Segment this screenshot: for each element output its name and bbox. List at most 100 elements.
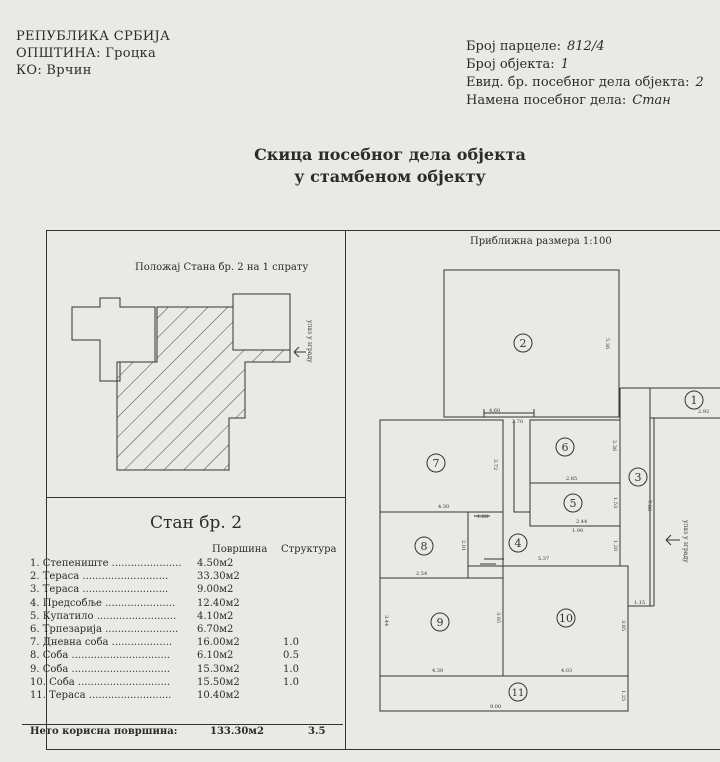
room-structure [261,583,321,596]
room-area: 6.10м2 [197,650,234,662]
table-row: 9. Соба ............................... 1… [30,663,321,676]
dimension-label: 1.25 [620,690,626,701]
room-area: 15.50м2 [197,676,240,688]
unit-number-row: Евид. бр. посебног дела објекта:2 [466,75,704,90]
scale-label: Приближна размера 1:100 [470,236,612,247]
table-row: 1. Степениште ......................4.50… [30,557,321,570]
room-structure: 1.0 [283,676,299,688]
dimension-label: 2.36 [611,440,617,451]
room-number: 11 [512,688,525,699]
dimension-label: 3.85 [620,620,626,631]
room-area: 10.40м2 [197,690,240,702]
dimension-label: 4.30 [438,504,449,510]
total-structure: 3.5 [308,726,326,737]
dimension-label: 3.72 [492,459,498,470]
total-label: Нето корисна површина: [30,726,178,737]
dimension-label: 1.20 [477,514,488,520]
room-structure [261,689,321,702]
table-row: 3. Тераса ...........................9.0… [30,583,321,596]
dimension-label: 5.37 [538,556,549,562]
table-row: 7. Дневна соба ................... 16.00м… [30,636,321,649]
room-structure: 0.5 [283,650,299,662]
room-name: 2. Тераса ........................... [30,571,169,583]
object-number-row: Број објекта:1 [466,57,569,72]
room-name: 7. Дневна соба ................... [30,637,173,649]
rooms-table: 1. Степениште ......................4.50… [30,557,321,702]
room-structure [261,610,321,623]
frame-divider-vertical [345,230,346,750]
table-row: 10. Соба ............................. 15… [30,676,321,689]
room-number: 1 [691,394,698,407]
room-number: 5 [570,497,577,510]
room-name: 8. Соба ............................... [30,650,171,662]
room-structure [261,597,321,610]
header-line-municipality: ОПШТИНА: Гроцка [16,46,157,61]
dimension-label: 4.30 [432,668,443,674]
room-area: 6.70м2 [197,624,234,636]
unit-purpose-row: Намена посебног дела:Стан [466,93,671,108]
dimension-label: 1.20 [612,540,618,551]
room-number: 9 [437,616,444,629]
column-header-structure: Структура [281,544,337,555]
dimension-label: 7.86 [646,500,652,511]
room-structure: 1.0 [283,663,299,675]
table-row: 2. Тераса ........................... 33.… [30,570,321,583]
entrance-label: улаз у зграду [682,520,689,563]
dimension-label: 9.00 [490,704,501,710]
room-structure [261,623,321,636]
room-structure [261,570,321,583]
room-number: 2 [520,337,527,350]
room-number: 6 [562,441,569,454]
dimension-label: 4.60 [489,408,500,414]
room-name: 1. Степениште ...................... [30,558,182,569]
dimension-label: 2.54 [416,571,427,577]
room-area: 15.30м2 [197,663,240,675]
dimension-label: 5.36 [604,338,610,349]
sketch-frame [46,230,720,750]
table-row: 11. Тераса .......................... 10.… [30,689,321,702]
room-name: 4. Предсобље ...................... [30,597,176,609]
dimension-label: 2.70 [512,419,523,425]
dimension-label: 2.44 [576,519,587,525]
dimension-label: 2.92 [698,409,709,415]
room-number: 3 [635,471,642,484]
table-row: 5. Купатило ......................... 4.1… [30,610,321,623]
table-row: 8. Соба ............................... 6… [30,649,321,662]
room-area: 33.30м2 [197,571,240,583]
total-area: 133.30м2 [210,726,264,737]
dimension-label: 1.15 [634,600,645,606]
dimension-label: 4.03 [561,668,572,674]
room-area: 12.40м2 [197,597,240,609]
room-name: 6. Трпезарија ....................... [30,624,179,636]
apartment-hatch-area [116,306,291,471]
room-number: 8 [421,540,428,553]
building-position-sketch [71,293,306,471]
room-name: 10. Соба ............................. [30,676,171,688]
total-divider [22,724,343,725]
header-line-republic: РЕПУБЛИКА СРБИЈА [16,29,171,44]
position-label: Положај Стана бр. 2 на 1 спрату [135,262,309,273]
frame-divider-horizontal [46,497,345,498]
room-area: 4.10м2 [197,610,234,622]
table-row: 4. Предсобље ...................... 12.40… [30,597,321,610]
room-name: 9. Соба ............................... [30,663,171,675]
dimension-label: 2.85 [566,476,577,482]
dimension-label: 1.90 [572,528,583,534]
room-area: 9.00м2 [197,584,234,596]
entrance-label-small: улаз у зграду [306,320,313,363]
room-structure: 1.0 [283,637,299,649]
floor-plan-walls [379,269,720,712]
column-header-area: Површина [212,544,268,555]
apartment-title: Стан бр. 2 [150,513,243,533]
dimension-label: 2.01 [460,540,466,551]
room-area: 16.00м2 [197,637,240,649]
header-right: Број парцеле:812/4 Број објекта:1 Евид. … [466,38,704,110]
room-number: 4 [515,537,522,550]
header-line-cadastral: КО: Врчин [16,63,92,78]
dimension-label: 3.44 [383,615,389,626]
room-name: 11. Тераса .......................... [30,690,172,702]
dimension-label: 3.95 [495,612,501,623]
room-number: 10 [559,612,573,625]
room-name: 5. Купатило ......................... [30,610,177,622]
